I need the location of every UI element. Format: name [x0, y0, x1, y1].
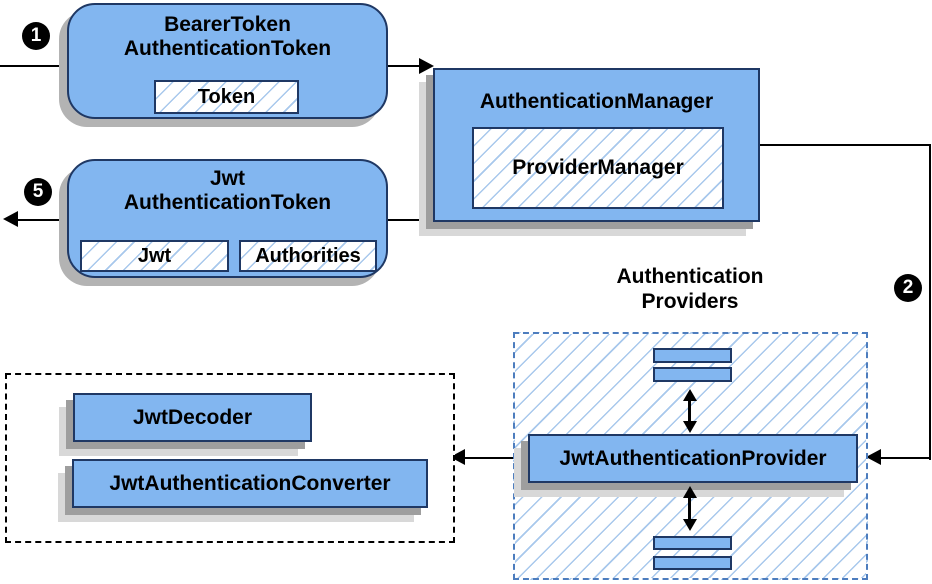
token-slot: Token: [154, 80, 299, 114]
jwt-authentication-token-box: Jwt AuthenticationToken Jwt Authorities: [67, 159, 388, 278]
jwt-decoder-label: JwtDecoder: [132, 405, 253, 429]
authentication-manager-title: AuthenticationManager: [479, 90, 714, 113]
jwt-token-title-line1: Jwt: [209, 167, 245, 190]
connector-into-provider: [880, 457, 931, 459]
jwt-token-title-line2: AuthenticationToken: [123, 191, 332, 214]
jwt-authentication-converter-label: JwtAuthenticationConverter: [109, 471, 391, 495]
authorities-label: Authorities: [255, 244, 361, 267]
connector-jwt-token-outgoing: [16, 219, 67, 221]
double-arrow-bottom-up: [683, 486, 697, 498]
step-marker-2: 2: [894, 274, 922, 302]
token-label: Token: [197, 85, 256, 108]
jwt-decoder-box: JwtDecoder: [73, 393, 312, 442]
jwt-slot: Jwt: [80, 240, 229, 272]
provider-placeholder-bottom-2: [653, 556, 732, 570]
connector-manager-right: [760, 144, 931, 146]
connector-manager-to-jwt-token: [388, 219, 433, 221]
jwt-authentication-provider-label: JwtAuthenticationProvider: [559, 446, 827, 470]
arrowhead-into-authentication-manager: [419, 58, 434, 74]
bearer-token-title-line1: BearerToken: [164, 13, 291, 36]
jwt-authentication-provider-box: JwtAuthenticationProvider: [528, 434, 858, 483]
arrowhead-into-jwt-authentication-provider: [866, 449, 881, 465]
double-arrow-top-shaft: [688, 400, 691, 423]
provider-manager-slot: ProviderManager: [472, 127, 724, 209]
step-marker-5: 5: [24, 178, 52, 206]
double-arrow-top-up: [683, 389, 697, 401]
provider-placeholder-top-2: [653, 367, 732, 382]
bearer-token-title-line2: AuthenticationToken: [123, 37, 332, 60]
authentication-manager-box: AuthenticationManager ProviderManager: [433, 68, 760, 222]
provider-placeholder-top-1: [653, 348, 732, 363]
providers-title-line2: Providers: [641, 290, 739, 313]
authorities-slot: Authorities: [239, 240, 377, 272]
provider-manager-label: ProviderManager: [512, 156, 684, 179]
connector-right-vertical: [929, 144, 931, 460]
jwt-authentication-converter-box: JwtAuthenticationConverter: [72, 459, 428, 508]
arrowhead-outgoing-left: [3, 211, 18, 227]
step-marker-1: 1: [22, 22, 50, 50]
providers-title-line1: Authentication: [616, 265, 764, 288]
double-arrow-bottom-shaft: [688, 497, 691, 521]
connector-bearer-to-manager: [388, 65, 421, 67]
connector-provider-to-decoder-group: [464, 457, 528, 459]
jwt-label: Jwt: [137, 244, 172, 267]
double-arrow-bottom-down: [683, 519, 697, 531]
connector-incoming-request: [0, 65, 67, 67]
bearer-token-authentication-token-box: BearerToken AuthenticationToken Token: [67, 3, 388, 119]
provider-placeholder-bottom-1: [653, 536, 732, 550]
double-arrow-top-down: [683, 421, 697, 433]
